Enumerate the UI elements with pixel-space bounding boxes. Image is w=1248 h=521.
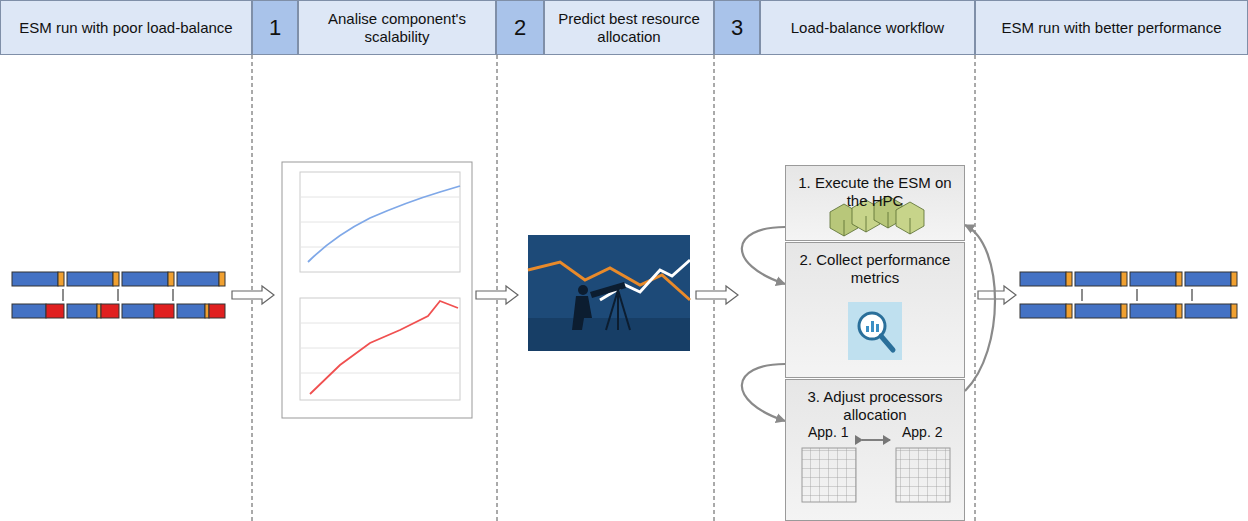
step-number: 1 — [252, 0, 298, 55]
node-text: 3. Adjust processors allocation — [786, 388, 964, 424]
good-balance-bars — [1020, 272, 1237, 318]
workflow-panels — [785, 165, 965, 521]
node-text: 3 — [725, 15, 749, 41]
node-text: ESM run with better performance — [995, 19, 1227, 37]
node-text: Load-balance workflow — [785, 19, 950, 37]
node-text: 2 — [508, 15, 532, 41]
stage-header: Load-balance workflow — [760, 0, 975, 55]
stage-header: ESM run with better performance — [975, 0, 1248, 55]
cycle-arrow — [742, 227, 785, 284]
stage-header: ESM run with poor load-balance — [0, 0, 252, 55]
metrics-icon — [848, 302, 902, 360]
cycle-arrow — [965, 225, 995, 391]
step-number: 2 — [496, 0, 544, 55]
stage-header: Predict best resource allocation — [544, 0, 714, 55]
node-text: 1 — [263, 15, 287, 41]
workflow-step: 1. Execute the ESM on the HPC — [785, 165, 965, 241]
stage-header: Analise component's scalability — [298, 0, 496, 55]
node-text: ESM run with poor load-balance — [13, 19, 238, 37]
node-text: Predict best resource allocation — [545, 10, 713, 46]
step-number: 3 — [714, 0, 760, 55]
prediction-picture — [528, 235, 690, 351]
separator-lines — [252, 55, 975, 521]
app-label: App. 1 — [808, 424, 848, 440]
processor-grids — [802, 440, 950, 502]
app-label: App. 2 — [902, 424, 942, 440]
workflow-step: 3. Adjust processors allocation — [785, 379, 965, 521]
node-text: 2. Collect performance metrics — [786, 251, 964, 287]
poor-balance-bars — [12, 272, 225, 318]
scalability-charts — [282, 162, 472, 418]
workflow-step: 2. Collect performance metrics — [785, 242, 965, 378]
cycle-arrow — [742, 364, 785, 421]
node-text: 1. Execute the ESM on the HPC — [786, 174, 964, 210]
node-text: Analise component's scalability — [299, 10, 495, 46]
